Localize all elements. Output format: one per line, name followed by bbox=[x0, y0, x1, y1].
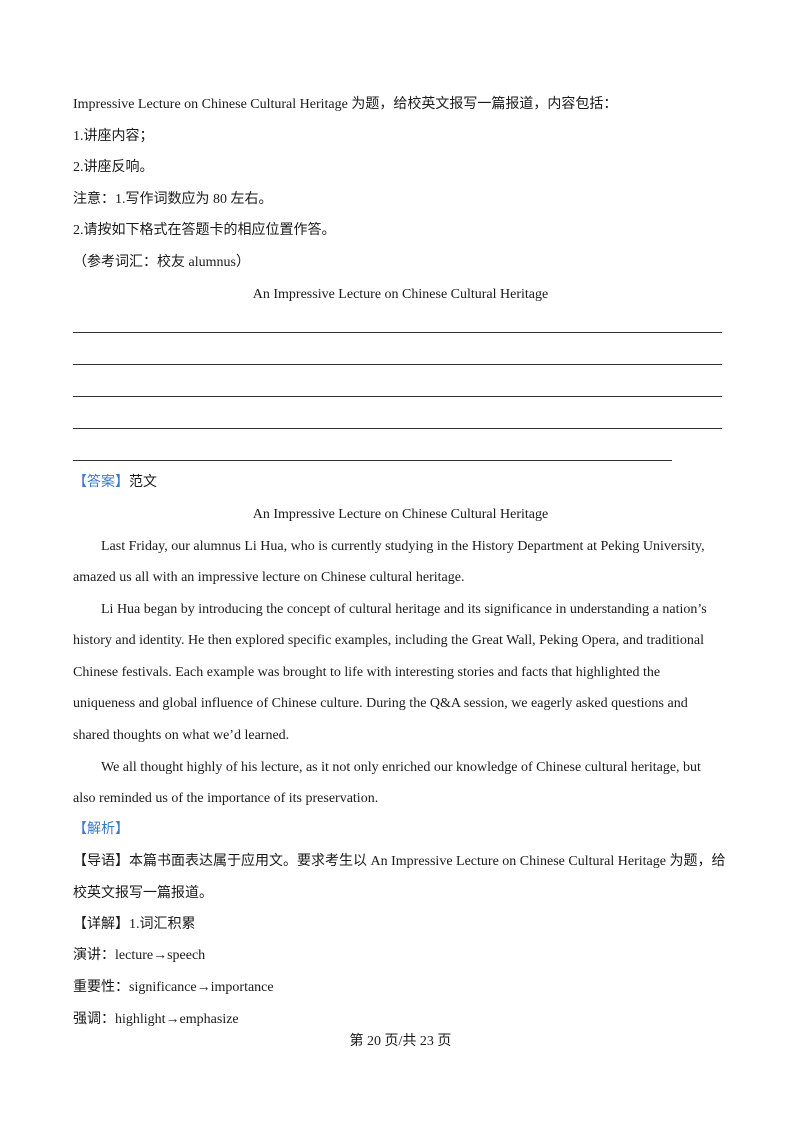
vocab-item-2: 重要性：significance→importance bbox=[73, 980, 274, 995]
document-page: Impressive Lecture on Chinese Cultural H… bbox=[73, 0, 728, 1132]
analysis-label: 【解析】 bbox=[73, 822, 129, 837]
vocab-item-1: 演讲：lecture→speech bbox=[73, 948, 206, 963]
answer-paragraph-2-line-2: history and identity. He then explored s… bbox=[73, 633, 705, 648]
answer-line bbox=[73, 332, 722, 333]
analysis-detail: 【详解】1.词汇积累 bbox=[73, 917, 196, 932]
analysis-guide-line-2: 校英文报写一篇报道。 bbox=[73, 886, 213, 901]
page-number: 第 20 页/共 23 页 bbox=[349, 1034, 452, 1049]
answer-paragraph-2-line-4: uniqueness and global influence of Chine… bbox=[73, 696, 688, 711]
prompt-title: An Impressive Lecture on Chinese Cultura… bbox=[252, 287, 549, 302]
analysis-heading: 【解析】 bbox=[73, 820, 129, 840]
answer-paragraph-2-line-3: Chinese festivals. Each example was brou… bbox=[73, 665, 661, 680]
answer-paragraph-1-line-2: amazed us all with an impressive lecture… bbox=[73, 570, 465, 585]
answer-paragraph-3-line-2: also reminded us of the importance of it… bbox=[73, 791, 379, 806]
prompt-point-2: 2.讲座反响。 bbox=[73, 160, 154, 175]
prompt-point-1: 1.讲座内容； bbox=[73, 129, 154, 144]
answer-line bbox=[73, 364, 722, 365]
prompt-vocab: （参考词汇：校友 alumnus） bbox=[73, 255, 250, 270]
answer-title: An Impressive Lecture on Chinese Cultura… bbox=[252, 507, 549, 522]
answer-label-suffix: 范文 bbox=[129, 475, 157, 490]
answer-paragraph-2-line-1: Li Hua began by introducing the concept … bbox=[101, 602, 707, 617]
prompt-note-2: 2.请按如下格式在答题卡的相应位置作答。 bbox=[73, 223, 336, 238]
answer-paragraph-3-line-1: We all thought highly of his lecture, as… bbox=[101, 760, 701, 775]
answer-paragraph-1-line-1: Last Friday, our alumnus Li Hua, who is … bbox=[101, 539, 705, 554]
answer-paragraph-2-line-5: shared thoughts on what we’d learned. bbox=[73, 728, 290, 743]
answer-line bbox=[73, 396, 722, 397]
answer-label: 【答案】 bbox=[73, 475, 129, 490]
answer-line bbox=[73, 428, 722, 429]
answer-line bbox=[73, 460, 672, 461]
analysis-guide-line-1: 【导语】本篇书面表达属于应用文。要求考生以 An Impressive Lect… bbox=[73, 854, 726, 869]
prompt-intro: Impressive Lecture on Chinese Cultural H… bbox=[73, 97, 618, 112]
prompt-note-1: 注意：1.写作词数应为 80 左右。 bbox=[73, 192, 273, 207]
vocab-item-3: 强调：highlight→emphasize bbox=[73, 1012, 239, 1027]
answer-heading: 【答案】范文 bbox=[73, 473, 157, 493]
